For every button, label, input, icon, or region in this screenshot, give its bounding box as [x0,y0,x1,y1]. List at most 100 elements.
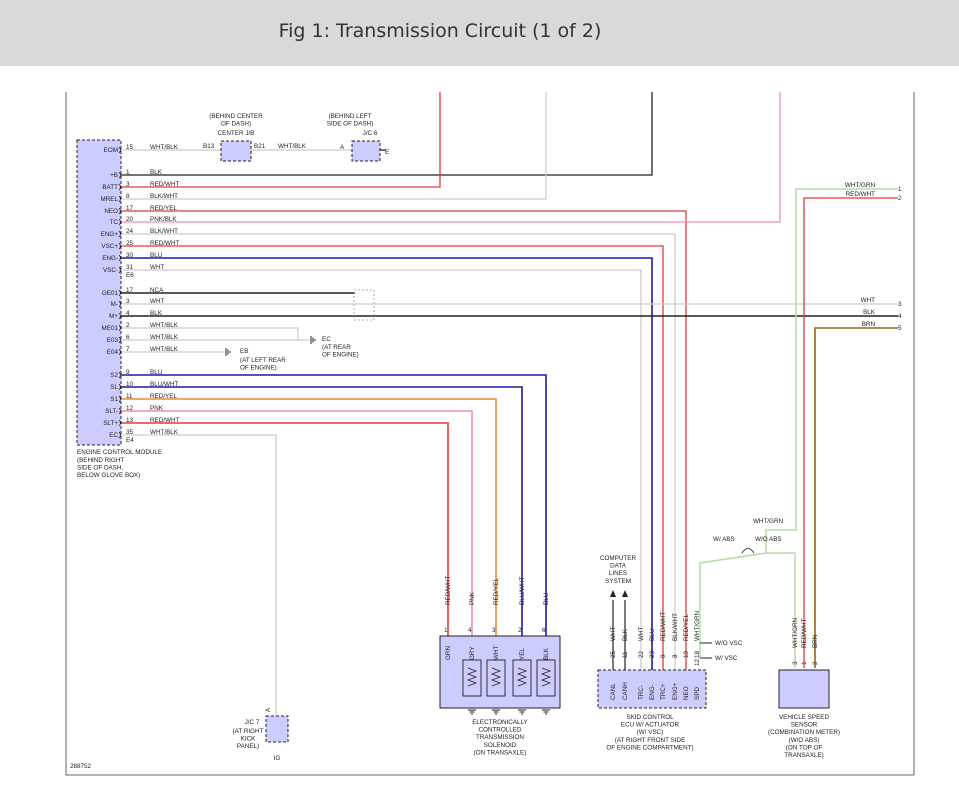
speed-sensor-name: (COMBINATION METER) [768,729,840,736]
skid-pin-label: ENG+ [672,682,679,700]
data-line-arrow [622,590,628,597]
speed-sensor-name: SENSOR [791,722,818,729]
ecm-pin-label: ENG- [102,255,118,262]
wire-vsc-plus [121,245,664,670]
abs-split-mark [741,548,755,554]
skid-pin-number: 22 [638,650,645,658]
ecm-pin-terminal [118,218,121,226]
figure-title: Fig 1: Transmission Circuit (1 of 2) [278,20,602,42]
solenoid-wire-label: RED/WHT [445,575,452,605]
ecm-pin-terminal [118,195,121,203]
ecm-pin-label: VSC+ [101,243,118,250]
speed-sensor-box [778,669,830,709]
skid-pin-label: TRC+ [660,683,667,700]
component-layer [65,92,915,776]
solenoid-color: GRY [469,646,476,660]
ecm-pin-terminal [118,348,121,356]
solenoid-color: GRN [445,646,452,660]
wire-sl [121,386,523,636]
right-connector-pin: 4 [898,313,902,320]
speed-sensor-name: TRANSAXLE) [784,752,824,759]
solenoid-coil [462,659,482,697]
ecm-pin-label: +B [110,172,118,179]
ecm-pin-label: SLT- [105,408,118,415]
skid-pin-label: ENG- [649,684,656,700]
solenoid-coil [486,659,506,697]
skid-pin-label: CANL [610,683,617,700]
jc7-note: KICK [241,736,256,743]
data-lines-label: COMPUTER [600,555,636,562]
wire-neo [121,210,687,670]
skid-pin-number: 19 [683,650,690,658]
ground-note: (AT REAR [322,344,351,351]
ecm-wire-color: BLU [150,252,163,259]
ground-label: EC [322,336,331,343]
ecm-pin-label: S2 [110,372,118,379]
solenoid-pin: 1 [444,627,448,634]
ecm-wire-color: RED/YEL [150,393,177,400]
wire-color-label: RED/WHT [846,191,876,198]
right-connector-pin: 1 [898,186,902,193]
jc6-name: J/C 6 [363,130,378,137]
ecm-pin-terminal [118,242,121,250]
abs-option: W/ ABS [713,536,735,543]
ecm-pin-terminal [118,289,121,297]
jc7-note: PANEL) [237,743,259,750]
data-lines-label: SYSTEM [605,578,631,585]
wire-mrel [121,92,547,200]
ecm-box [76,139,122,446]
skid-wire-label: BLK/WHT [672,613,679,641]
ecm-pin-number: 3 [126,181,130,188]
solenoid-wire-label: BLU [543,592,550,605]
skid-wire-label: RED/YEL [683,614,690,641]
ecm-pin-number: 24 [126,228,134,235]
wire-color-label: WHT/BLK [278,143,307,150]
ecm-pin-terminal [118,395,121,403]
solenoid-coil [512,659,532,697]
ecm-pin-number: 9 [126,369,130,376]
solenoid-coil-winding [490,667,502,687]
ecm-pin-label: SL [110,384,118,391]
solenoid-wire-label: RED/YEL [493,578,500,605]
ecm-wire-color: RED/WHT [150,181,180,188]
wire-color-label: BRN [862,321,876,328]
ecm-pin-label: VSC- [103,267,118,274]
ecm-pin-number: 12 [126,405,134,412]
ecm-wire-color: NCA [150,287,164,294]
jc6-pin: E [385,149,389,156]
ecm-pin-number: 10 [126,381,134,388]
right-connector-pin: 3 [898,301,902,308]
solenoid-name: SOLENOID [484,742,517,749]
ground-note: (AT LEFT REAR [240,357,286,364]
wire-color-label: WHT/GRN [845,182,876,189]
ecm-pin-number: 2 [126,322,130,329]
jc6-note: SIDE OF DASH) [327,121,374,128]
ecm-pin-terminal [118,146,121,154]
ecm-pin-label: EOM [104,147,118,154]
jc7-note: (AT RIGHT [233,728,264,735]
ecm-pin-number: 4 [126,310,130,317]
center-jb-pin: B13 [203,143,215,150]
right-connector-pin: 2 [898,195,902,202]
ecm-pin-number: 31 [126,264,134,271]
ecm-pin-label: M+ [109,313,118,320]
wire-vsc-minus [121,269,642,670]
speed-sensor-name: VEHICLE SPEED [779,714,829,721]
skid-ecu-name: OF ENGINE COMPARTMENT) [606,744,693,751]
skid-wire-label: WHT/GRN [694,610,701,641]
sensor-wire-label: WHT/GRN [792,617,799,648]
solenoid-wire-label: BLU/WHT [519,577,526,605]
solenoid-wire-label: PNK [469,591,476,605]
vsc-option: W/ VSC [715,655,738,662]
ecm-pin-label: M- [111,301,118,308]
ecm-wire-color: BLK/WHT [150,228,178,235]
solenoid-box [439,635,561,709]
ecm-pin-terminal [118,254,121,262]
ecm-pin-label: NEO [104,208,118,215]
jc7-name: J/C 7 [245,719,260,726]
solenoid-pin: 3 [492,627,496,634]
ecm-location: BELOW GLOVE BOX) [77,472,140,479]
ecm-wire-color: BLK [150,310,163,317]
ecm-wire-color: WHT/BLK [150,346,179,353]
ecm-pin-number: 25 [126,240,134,247]
